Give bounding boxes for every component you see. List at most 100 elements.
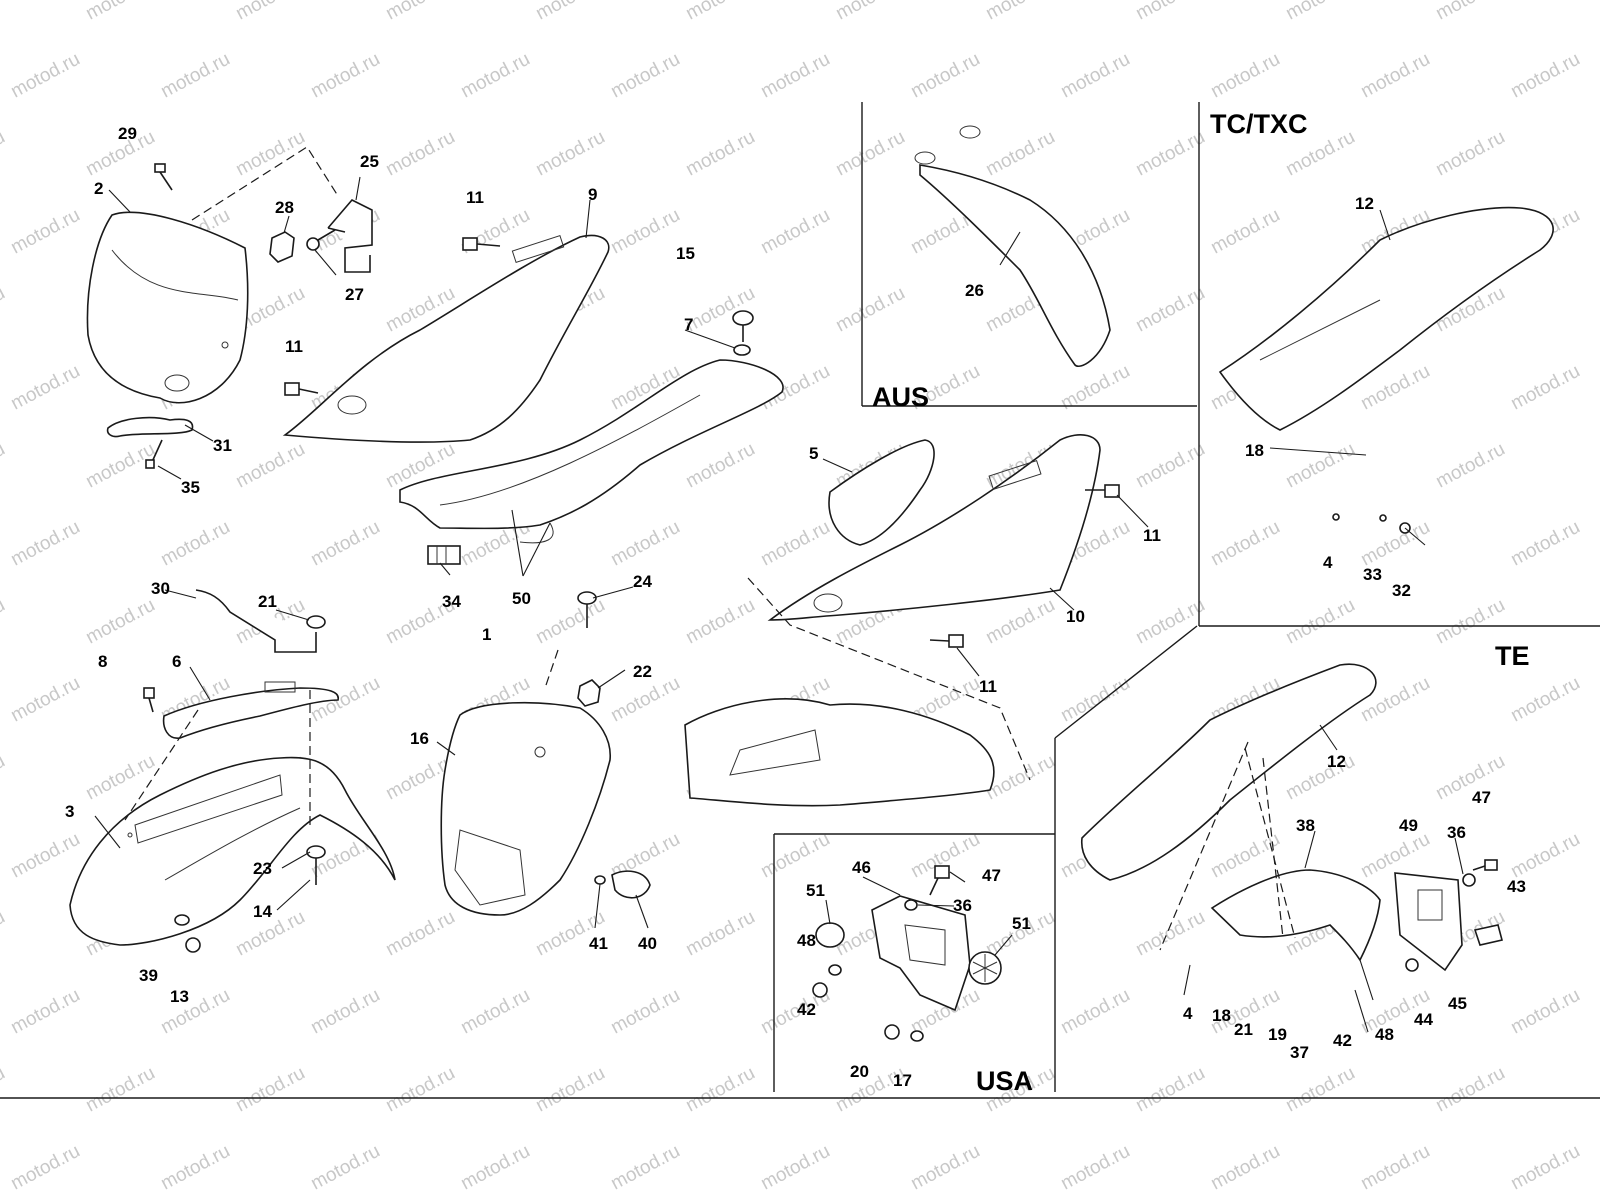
watermark-text: motod.ru	[757, 205, 833, 259]
watermark-text: motod.ru	[682, 283, 758, 337]
bolt-11-right-part	[929, 484, 1120, 648]
side-panel-9-part	[282, 234, 610, 443]
watermark-text: motod.ru	[7, 49, 83, 103]
callout-7: 7	[684, 315, 693, 334]
watermark-text: motod.ru	[1207, 829, 1283, 883]
watermark-text: motod.ru	[157, 49, 233, 103]
watermark-text: motod.ru	[982, 127, 1058, 181]
callout-50: 50	[512, 589, 531, 608]
bolt-29-part	[154, 163, 173, 191]
section-title-aus: AUS	[872, 382, 929, 412]
watermark-text: motod.ru	[7, 205, 83, 259]
watermark-text: motod.ru	[1507, 1141, 1583, 1195]
callout-43: 43	[1507, 877, 1526, 896]
callout-24: 24	[633, 572, 652, 591]
watermark-text: motod.ru	[1132, 283, 1208, 337]
callout-40: 40	[638, 934, 657, 953]
callout-10: 10	[1066, 607, 1085, 626]
watermark-text: motod.ru	[532, 1063, 608, 1117]
watermark-text: motod.ru	[982, 595, 1058, 649]
callout-21: 21	[1234, 1020, 1253, 1039]
callout-3: 3	[65, 802, 74, 821]
callout-1: 1	[482, 625, 491, 644]
callout-51: 51	[806, 881, 825, 900]
callout-20: 20	[850, 1062, 869, 1081]
callout-51: 51	[1012, 914, 1031, 933]
watermark-text: motod.ru	[1432, 127, 1508, 181]
callout-47: 47	[982, 866, 1001, 885]
watermark-text: motod.ru	[757, 49, 833, 103]
watermark-text: motod.ru	[0, 595, 9, 649]
watermark-text: motod.ru	[1207, 1141, 1283, 1195]
rear-fender-tc-part	[1218, 206, 1554, 431]
watermark-text: motod.ru	[757, 1141, 833, 1195]
watermark-text: motod.ru	[1282, 595, 1358, 649]
watermark-text: motod.ru	[382, 127, 458, 181]
watermark-text: motod.ru	[532, 127, 608, 181]
watermark-text: motod.ru	[1132, 1063, 1208, 1117]
callout-39: 39	[139, 966, 158, 985]
headlight-housing-part	[440, 701, 611, 916]
watermark-text: motod.ru	[0, 127, 9, 181]
leader-lines	[94, 176, 1464, 1033]
watermark-text: motod.ru	[682, 439, 758, 493]
watermark-text: motod.ru	[1132, 439, 1208, 493]
callout-16: 16	[410, 729, 429, 748]
watermark-text: motod.ru	[7, 985, 83, 1039]
callout-22: 22	[633, 662, 652, 681]
watermark-text: motod.ru	[82, 0, 158, 24]
watermark-text: motod.ru	[757, 517, 833, 571]
callout-11: 11	[979, 677, 997, 696]
watermark-text: motod.ru	[1432, 1063, 1508, 1117]
watermark-text: motod.ru	[1357, 517, 1433, 571]
watermark-text: motod.ru	[607, 517, 683, 571]
callout-30: 30	[151, 579, 170, 598]
watermark-text: motod.ru	[157, 517, 233, 571]
watermark-text: motod.ru	[1132, 595, 1208, 649]
callout-11: 11	[285, 337, 303, 356]
aus-mudflap-part	[914, 125, 1111, 367]
lamp-51-right-part	[968, 951, 1002, 985]
watermark-text: motod.ru	[1207, 517, 1283, 571]
frame-section-part	[684, 698, 995, 807]
callout-48: 48	[797, 931, 816, 950]
watermark-text: motod.ru	[682, 0, 758, 24]
watermark-text: motod.ru	[0, 0, 9, 24]
bolt-27-part	[306, 229, 336, 251]
watermark-text: motod.ru	[7, 673, 83, 727]
clip-28-part	[269, 231, 295, 263]
callout-8: 8	[98, 652, 107, 671]
watermark-text: motod.ru	[1432, 439, 1508, 493]
washer-48-usa-part	[828, 964, 842, 976]
watermark-text: motod.ru	[82, 751, 158, 805]
screw-24-part	[577, 591, 597, 628]
watermark-text: motod.ru	[157, 1141, 233, 1195]
hardware-tc-part	[1332, 513, 1426, 546]
watermark-text: motod.ru	[607, 49, 683, 103]
watermark-text: motod.ru	[457, 985, 533, 1039]
watermark-text: motod.ru	[0, 907, 9, 961]
side-panel-10-part	[767, 434, 1101, 621]
watermark-text: motod.ru	[607, 205, 683, 259]
watermark-text: motod.ru	[382, 907, 458, 961]
watermark-text: motod.ru	[457, 1141, 533, 1195]
watermark-text: motod.ru	[1507, 985, 1583, 1039]
watermark-text: motod.ru	[307, 49, 383, 103]
watermark-text: motod.ru	[82, 1063, 158, 1117]
watermark-text: motod.ru	[307, 985, 383, 1039]
nut-42-usa-part	[812, 982, 828, 998]
cover-5-part	[828, 439, 935, 546]
callout-26: 26	[965, 281, 984, 300]
seat-part	[399, 359, 784, 544]
usa-plate-bracket-part	[871, 895, 971, 1012]
pad-34-part	[427, 545, 461, 565]
watermark-text: motod.ru	[682, 907, 758, 961]
watermark-text: motod.ru	[0, 1063, 9, 1117]
callout-36: 36	[953, 896, 972, 915]
bolt-35-part	[145, 439, 163, 469]
callout-25: 25	[360, 152, 379, 171]
bolt-47-te-part	[1472, 859, 1498, 871]
washer-39-part	[174, 914, 190, 926]
section-title-te: TE	[1495, 641, 1530, 671]
